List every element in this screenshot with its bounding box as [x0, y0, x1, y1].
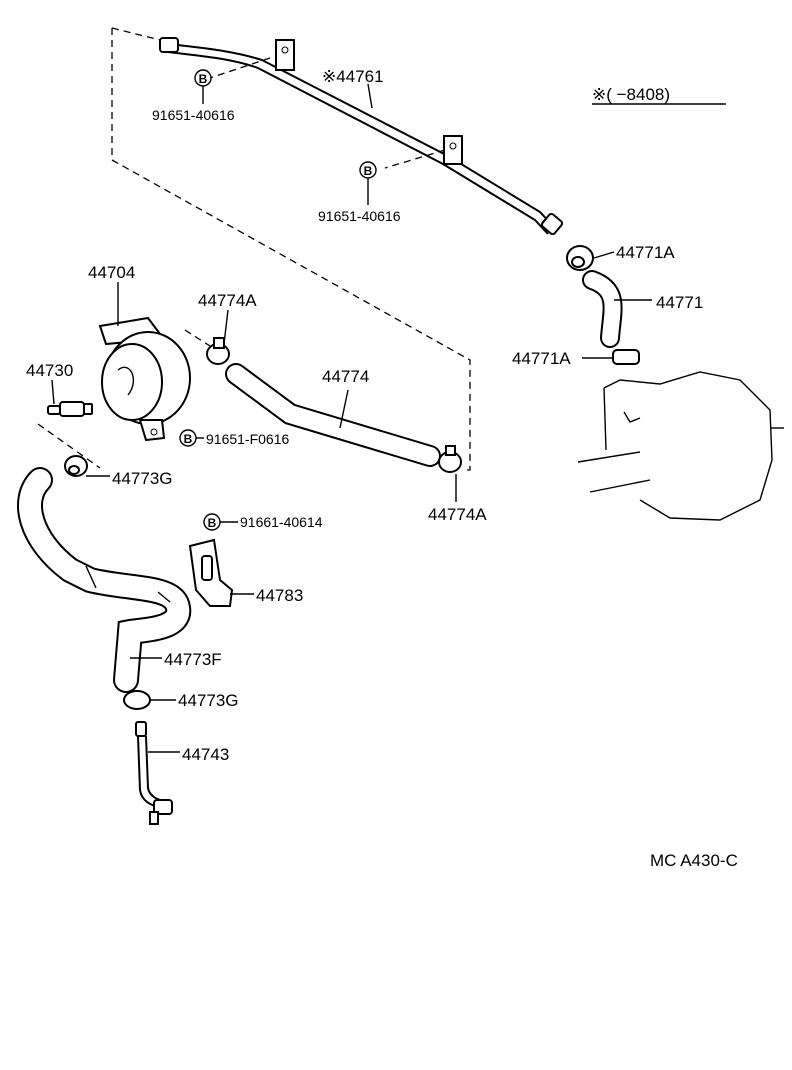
hose-44771 [582, 270, 623, 348]
hose-44774 [225, 363, 441, 467]
pipe-44761 [159, 37, 564, 236]
hose-44773F [17, 467, 192, 693]
label-44730: 44730 [26, 361, 73, 380]
label-bolt-91651-F0616: 91651-F0616 [206, 431, 290, 447]
label-44774A-bottom: 44774A [428, 505, 487, 524]
bracket-44783 [188, 538, 234, 607]
bolt-b-symbol-icon: B [359, 161, 377, 179]
svg-text:B: B [364, 164, 373, 178]
label-bolt-91661-40614: 91661-40614 [240, 514, 323, 530]
label-44783: 44783 [256, 586, 303, 605]
clamp-44774A-bottom [438, 445, 462, 473]
label-44771A-mid: 44771A [512, 349, 571, 368]
clamp-44771A-mid [612, 349, 640, 365]
label-44704: 44704 [88, 263, 135, 282]
valve-44730 [47, 401, 93, 417]
svg-text:B: B [208, 516, 217, 530]
label-44771: 44771 [656, 293, 703, 312]
hose-44743 [135, 721, 173, 825]
label-44743: 44743 [182, 745, 229, 764]
dashed-assembly-frame [37, 27, 471, 471]
clamp-44773G-top [64, 455, 88, 477]
reference-code: MC A430-C [650, 851, 738, 870]
label-bolt-91651-40616-b: 91651-40616 [318, 208, 401, 224]
label-44773G-bottom: 44773G [178, 691, 239, 710]
clamp-44774A-top [206, 337, 230, 365]
bolt-b-symbol-icon: B [194, 69, 212, 87]
label-44761: ※44761 [322, 67, 384, 86]
label-note: ※( −8408) [592, 85, 670, 104]
label-44774A-top: 44774A [198, 291, 257, 310]
label-44771A-top: 44771A [616, 243, 675, 262]
svg-text:B: B [199, 72, 208, 86]
clamp-44773G-bottom [123, 690, 151, 710]
leader-lines [51, 83, 726, 753]
clamp-44771A-top [566, 245, 594, 271]
canister-44704 [98, 316, 191, 442]
label-44773G-top: 44773G [112, 469, 173, 488]
bolt-b-symbol-icon: B [179, 429, 197, 447]
label-44773F: 44773F [164, 650, 222, 669]
bolt-b-symbol-icon: B [203, 513, 221, 531]
svg-text:B: B [184, 432, 193, 446]
label-bolt-91651-40616-a: 91651-40616 [152, 107, 235, 123]
label-44774: 44774 [322, 367, 369, 386]
engine-outline [577, 371, 784, 521]
